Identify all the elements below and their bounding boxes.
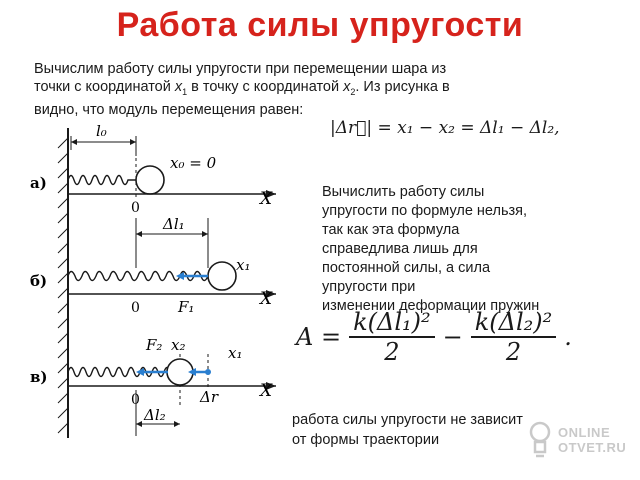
spring-ball-figure: а) l₀ x₀ = 0 0 X б) Δl₁ x₁ F₁ 0 X в) F₂ … [30, 122, 276, 438]
conclusion-text: работа силы упругости не зависит от форм… [292, 412, 523, 448]
wall-hatching [57, 137, 69, 434]
x1-label-c: x₁ [228, 344, 242, 362]
spring-a [67, 174, 136, 186]
intro-line-1: Вычислим работу силы упругости при перем… [34, 61, 447, 77]
dl1-label: Δl₁ [162, 215, 185, 233]
bulb-icon [529, 421, 551, 458]
work-formula: A = k(Δl₁)² 2 − k(Δl₂)² 2 . [296, 308, 572, 366]
x2-label: x₂ [171, 336, 185, 354]
dr-label: Δr [199, 388, 219, 406]
x0-label: x₀ = 0 [170, 154, 217, 172]
x-axis-c-label: X [258, 381, 273, 401]
ball-a [135, 165, 165, 195]
zero-a: 0 [131, 200, 140, 216]
fraction-1: k(Δl₁)² 2 [349, 308, 435, 366]
row-c-label: в) [30, 368, 48, 386]
spring-b [67, 270, 209, 282]
dl2-label: Δl₂ [143, 406, 166, 424]
explanation-text: Вычислить работу силы упругости по форму… [322, 184, 540, 314]
page-title: Работа силы упругости [116, 6, 524, 44]
x1-label-b: x₁ [236, 256, 250, 274]
l0-label: l₀ [96, 122, 107, 140]
intro-line-2: точки с координатой x1 в точку с координ… [34, 79, 450, 97]
intro-text: Вычислим работу силы упругости при перем… [34, 60, 594, 119]
f2-label: F₂ [145, 336, 162, 354]
x-axis-a-label: X [258, 189, 273, 209]
row-b-label: б) [30, 272, 47, 290]
x-axis-b-label: X [258, 289, 273, 309]
fraction-2: k(Δl₂)² 2 [470, 308, 557, 366]
zero-b: 0 [131, 300, 140, 316]
watermark: ONLINE OTVET.RU [528, 420, 626, 460]
zero-c: 0 [131, 392, 140, 408]
row-a-label: а) [30, 174, 47, 192]
intro-line-3: видно, что модуль перемещения равен: [34, 101, 304, 118]
f1-label: F₁ [177, 298, 194, 316]
ball-b [207, 261, 237, 291]
displacement-formula: |Δr⃗| = x₁ − x₂ = Δl₁ − Δl₂, [330, 118, 560, 138]
